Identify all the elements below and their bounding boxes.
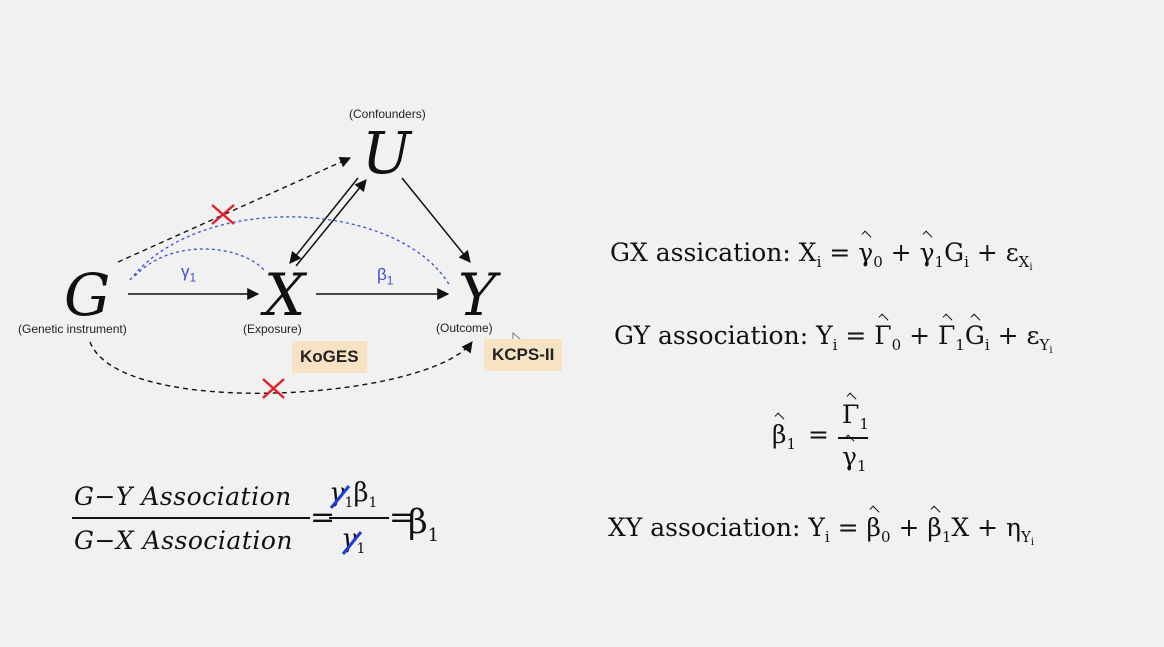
ratio-Gamma-hat: Γ xyxy=(842,400,859,429)
ratio-result-beta: β xyxy=(408,502,428,542)
xy-beta1-sym: β xyxy=(927,513,942,542)
node-g: G xyxy=(64,261,111,329)
gx-gamma1-sym: γ xyxy=(919,238,935,267)
crossed-gamma-num-sub: 1 xyxy=(344,495,354,512)
gx-err-sub2: i xyxy=(1029,262,1033,273)
gy-gamma0-sub: 0 xyxy=(891,336,902,354)
coef-beta-sub: 1 xyxy=(386,273,394,288)
node-y: Y xyxy=(458,261,497,329)
coef-beta: β1 xyxy=(377,265,393,287)
gy-var: G xyxy=(964,321,985,350)
xy-lhs-sub: i xyxy=(824,528,830,546)
coef-gamma-sub: 1 xyxy=(189,270,197,285)
xy-var: X xyxy=(951,513,970,542)
cohort-badge-exposure: KoGES xyxy=(292,341,367,373)
xy-beta1-sub: 1 xyxy=(941,528,952,546)
ratio-gamma-sub: 1 xyxy=(856,457,867,475)
coef-gamma-base: γ xyxy=(181,262,190,281)
ratio-denominator: G−X Association xyxy=(74,526,294,555)
gx-err-sub: X xyxy=(1018,253,1030,271)
equation-gy: GY association: Yi = Γ0 + Γ1Gi + εYi xyxy=(614,321,1053,356)
ratio-result-sub: 1 xyxy=(427,524,440,546)
gx-gamma0-sub: 0 xyxy=(873,253,883,271)
ratio-numerator: G−Y Association xyxy=(74,482,292,511)
edge-g-u-dashed xyxy=(117,157,352,263)
ratio-Gamma-sub: 1 xyxy=(859,415,869,433)
ratio-middle-numerator: γ1 β1 xyxy=(329,478,377,511)
xy-lhs: Y xyxy=(808,513,825,542)
edge-u-y xyxy=(401,177,471,263)
equation-xy: XY association: Yi = β0 + β1X + ηYi xyxy=(608,513,1035,548)
ratio-beta-lhs: β xyxy=(772,420,787,449)
xy-beta0-sym: β xyxy=(866,513,881,542)
strike-num-icon xyxy=(329,485,351,509)
gx-lhs-sub: i xyxy=(816,253,822,271)
blocked-marker-bottom xyxy=(262,378,285,399)
ratio-beta-hat: β xyxy=(772,420,786,449)
gx-var-sub: i xyxy=(964,253,969,271)
equation-gy-label: GY association: xyxy=(614,321,809,350)
xy-beta0: β xyxy=(867,513,881,542)
gy-gamma1: Γ xyxy=(938,321,955,350)
gy-gamma1-sub: 1 xyxy=(955,336,965,354)
equation-xy-label: XY association: xyxy=(608,513,801,542)
ratio-beta-lhs-sub: 1 xyxy=(786,435,796,453)
ratio-fraction-bar xyxy=(838,437,868,439)
xy-beta1: β xyxy=(927,513,941,542)
crossed-gamma-den: γ xyxy=(341,524,357,554)
path-g-x-arc xyxy=(134,248,265,277)
gx-gamma0-sym: γ xyxy=(858,238,874,267)
ratio-gamma: γ xyxy=(842,442,857,471)
equation-gx: GX assication: Xi = γ0 + γ1Gi + εXi xyxy=(610,238,1033,273)
node-y-label: (Outcome) xyxy=(436,321,493,335)
ratio-middle-denominator: γ1 xyxy=(341,524,365,557)
gy-err-sub: Y xyxy=(1039,336,1050,354)
gx-gamma1: γ xyxy=(920,238,935,267)
gy-var-sub: i xyxy=(984,336,990,354)
ratio-middle-line xyxy=(329,517,389,519)
coef-gamma: γ1 xyxy=(181,262,196,284)
gy-lhs-sub: i xyxy=(832,336,838,354)
gx-lhs: X xyxy=(798,238,817,267)
ratio-gamma-hat: γ xyxy=(842,442,857,471)
cohort-badge-outcome: KCPS-II xyxy=(484,339,563,371)
blocked-marker-top xyxy=(211,204,235,225)
ratio-fraction-line xyxy=(72,517,310,519)
gy-var-hat: G xyxy=(965,321,985,350)
node-u-label: (Confounders) xyxy=(349,107,426,121)
edge-g-y-dashed xyxy=(89,341,473,394)
ratio-equals-2: = xyxy=(389,500,415,535)
equation-gx-label: GX assication: xyxy=(610,238,791,267)
strike-den-icon xyxy=(341,531,363,555)
crossed-gamma-num: γ xyxy=(329,478,345,508)
gy-gamma1-sym: Γ xyxy=(938,321,956,350)
gx-gamma1-sub: 1 xyxy=(934,253,945,271)
edge-x-u xyxy=(295,179,367,267)
middle-beta-sub: 1 xyxy=(368,495,378,512)
edge-u-x xyxy=(289,177,359,264)
node-x-label: (Exposure) xyxy=(243,322,302,336)
node-g-label: (Genetic instrument) xyxy=(18,322,127,336)
ratio-result: β1 xyxy=(408,502,439,546)
ratio-Gamma: Γ xyxy=(842,400,860,429)
xy-beta0-sub: 0 xyxy=(880,528,891,546)
gx-gamma0: γ xyxy=(858,238,873,267)
gx-var: G xyxy=(944,238,965,267)
gy-err: ε xyxy=(1026,321,1040,350)
middle-beta: β xyxy=(353,478,369,508)
gy-gamma0: Γ xyxy=(874,321,891,350)
node-u: U xyxy=(362,119,411,187)
coef-beta-base: β xyxy=(377,265,387,284)
gy-err-sub2: i xyxy=(1049,345,1053,356)
crossed-gamma-den-sub: 1 xyxy=(356,541,366,558)
xy-err-sub2: i xyxy=(1030,537,1035,548)
node-x: X xyxy=(264,261,306,329)
gy-gamma0-sym: Γ xyxy=(874,321,892,350)
gx-err: ε xyxy=(1005,238,1019,267)
xy-err-sub: Y xyxy=(1021,528,1031,546)
gy-lhs: Y xyxy=(816,321,833,350)
xy-err: η xyxy=(1006,513,1021,542)
